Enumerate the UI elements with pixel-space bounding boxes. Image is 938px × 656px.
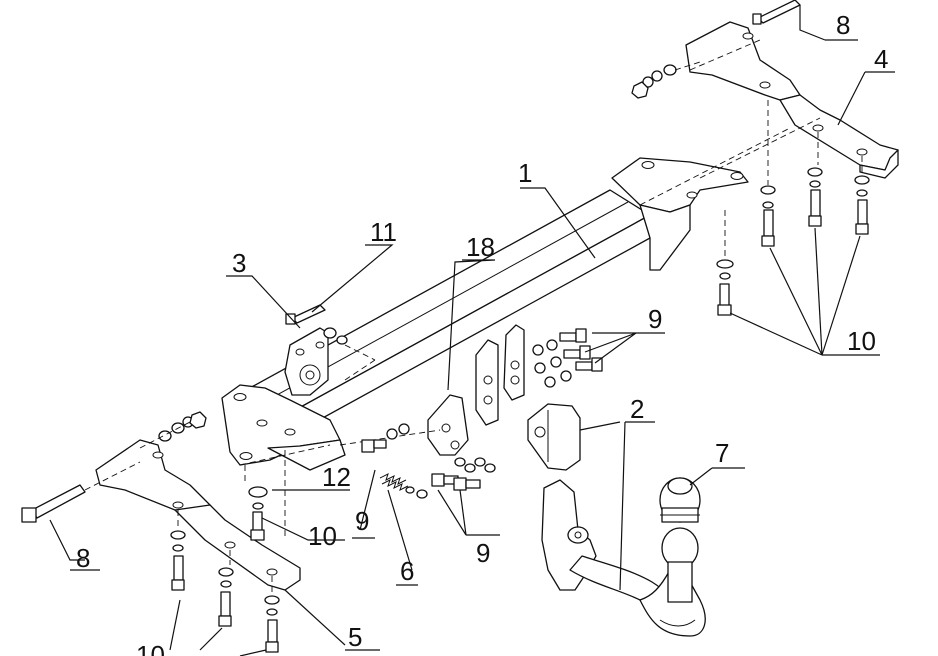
callout-12: 12 xyxy=(322,462,351,492)
callout-18: 18 xyxy=(466,232,495,262)
callout-5: 5 xyxy=(348,622,362,652)
tow-ball-part-7 xyxy=(659,477,701,603)
callout-9-upper: 9 xyxy=(648,304,662,334)
ball-mount-plates-part-18 xyxy=(339,324,603,499)
callout-7: 7 xyxy=(715,438,729,468)
callout-8-left: 8 xyxy=(76,543,90,573)
bolts-part-10-left xyxy=(170,450,286,653)
callout-3: 3 xyxy=(232,248,246,278)
callout-10-right: 10 xyxy=(847,326,876,356)
callout-9-left: 9 xyxy=(355,506,369,536)
callout-8-top: 8 xyxy=(836,10,850,40)
callout-6: 6 xyxy=(400,556,414,586)
crossbeam-part-1 xyxy=(221,157,749,471)
callout-1: 1 xyxy=(518,158,532,188)
side-bracket-part-5 xyxy=(21,411,331,591)
callout-2: 2 xyxy=(630,394,644,424)
socket-plate-part-3 xyxy=(284,304,376,396)
callout-labels: 8 4 1 11 18 3 9 10 2 7 12 10 9 9 6 8 5 1… xyxy=(76,10,888,656)
spring-part-6 xyxy=(379,473,415,494)
callout-4: 4 xyxy=(874,44,888,74)
bolts-part-10-right xyxy=(716,100,870,316)
callout-11: 11 xyxy=(370,217,397,247)
side-bracket-part-4 xyxy=(631,0,899,206)
callout-10-bottom: 10 xyxy=(136,640,165,656)
callout-10-mid: 10 xyxy=(308,521,337,551)
leader-lines xyxy=(49,5,895,656)
callout-9-lower: 9 xyxy=(476,538,490,568)
